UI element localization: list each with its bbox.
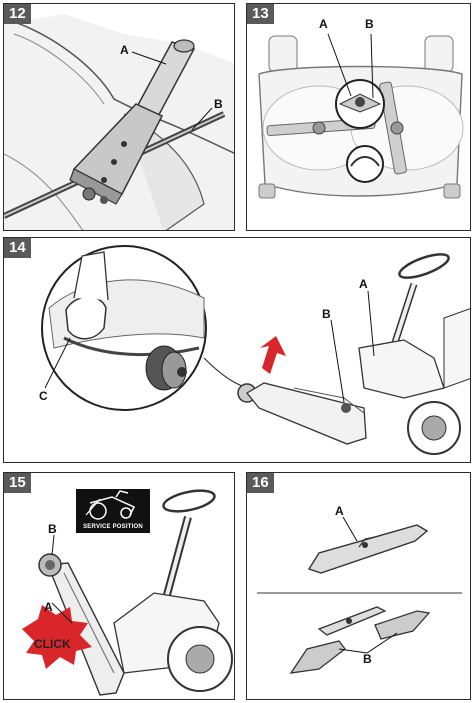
click-burst-icon	[22, 605, 92, 669]
panel-15: 15 SERVICE POSITION CLICK B A	[3, 472, 235, 700]
step-number-14: 14	[4, 238, 31, 258]
service-position-badge: SERVICE POSITION	[76, 489, 150, 533]
step-number-15: 15	[4, 473, 31, 493]
callout-b: B	[322, 307, 331, 321]
illustration-16-blades	[257, 516, 462, 674]
up-arrow-icon	[260, 336, 286, 374]
illustration-12-axle-handle	[4, 14, 234, 230]
panel-12: 12 A B	[3, 3, 235, 231]
callout-a: A	[120, 43, 129, 57]
step-number-13: 13	[247, 4, 274, 24]
step-number-16: 16	[247, 473, 274, 493]
callout-b: B	[363, 652, 372, 666]
panel-13: 13 A B	[246, 3, 471, 231]
illustration-15-service-position	[22, 489, 233, 696]
illustration-14-lift-deck	[41, 245, 470, 455]
callout-c: C	[39, 389, 48, 403]
panel-16: 16 A B	[246, 472, 471, 700]
callout-a: A	[44, 600, 53, 614]
panel-14: 14 A B C	[3, 237, 471, 463]
callout-b: B	[214, 97, 223, 111]
illustration-13-deck-top	[258, 33, 464, 199]
callout-a: A	[359, 277, 368, 291]
callout-a: A	[319, 17, 328, 31]
service-position-label: SERVICE POSITION	[83, 524, 143, 530]
click-label: CLICK	[34, 637, 71, 651]
callout-b: B	[48, 522, 57, 536]
tractor-icon	[85, 490, 136, 520]
callout-b: B	[365, 17, 374, 31]
step-number-12: 12	[4, 4, 31, 24]
callout-a: A	[335, 504, 344, 518]
